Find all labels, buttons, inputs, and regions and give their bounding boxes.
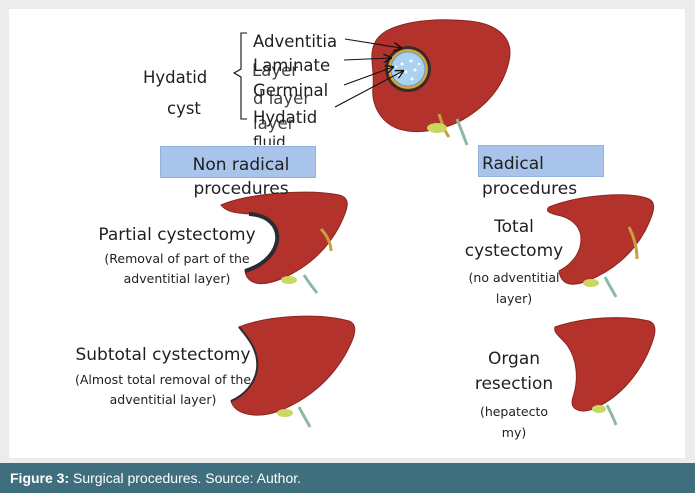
partial-cystectomy-desc-2: adventitial layer): [59, 271, 295, 286]
figure-caption-text: Surgical procedures. Source: Author.: [69, 470, 301, 486]
organ-resection-title-1: Organ: [464, 349, 564, 369]
organ-resection-desc-1: (hepatecto: [464, 404, 564, 419]
organ-resection-desc-2: my): [464, 425, 564, 440]
non-radical-header-line1: Non radical: [155, 155, 327, 175]
radical-header-line1: Radical: [482, 154, 544, 174]
non-radical-header-line2: procedures: [155, 179, 327, 199]
hydatid-cyst-label-1: Hydatid: [143, 68, 207, 87]
total-cystectomy-title-1: Total: [459, 217, 569, 237]
layer-adventitia-label: Adventitia: [253, 32, 337, 51]
hydatid-cyst-label-2: cyst: [167, 99, 201, 118]
total-cystectomy-title-2: cystectomy: [459, 241, 569, 261]
subtotal-cystectomy-desc-1: (Almost total removal of the: [43, 372, 283, 387]
total-cystectomy-desc-2: layer): [451, 291, 577, 306]
liver-with-cyst: [372, 20, 510, 145]
total-cystectomy-desc-1: (no adventitial: [451, 270, 577, 285]
subtotal-cystectomy-title: Subtotal cystectomy: [45, 345, 281, 365]
subtotal-cystectomy-desc-2: adventitial layer): [43, 392, 283, 407]
brace: [234, 33, 247, 119]
layer-fluid-label-2: fluid: [253, 133, 286, 145]
partial-cystectomy-title: Partial cystectomy: [67, 225, 287, 245]
layer-fluid-overlap: layer: [253, 114, 294, 133]
layer-laminate-overlap: Layer: [252, 61, 298, 80]
liver-organ-resection: [555, 318, 655, 425]
figure-caption-label: Figure 3:: [10, 470, 69, 486]
cyst-fluid: [391, 52, 425, 86]
radical-header-line2: procedures: [482, 179, 577, 199]
layer-germinal-overlap: d layer: [253, 89, 310, 108]
organ-resection-title-2: resection: [464, 374, 564, 394]
figure-caption: Figure 3: Surgical procedures. Source: A…: [0, 463, 695, 493]
partial-cystectomy-desc-1: (Removal of part of the: [59, 251, 295, 266]
figure-canvas: Hydatid cyst Adventitia Laminate Layer G…: [9, 9, 685, 458]
